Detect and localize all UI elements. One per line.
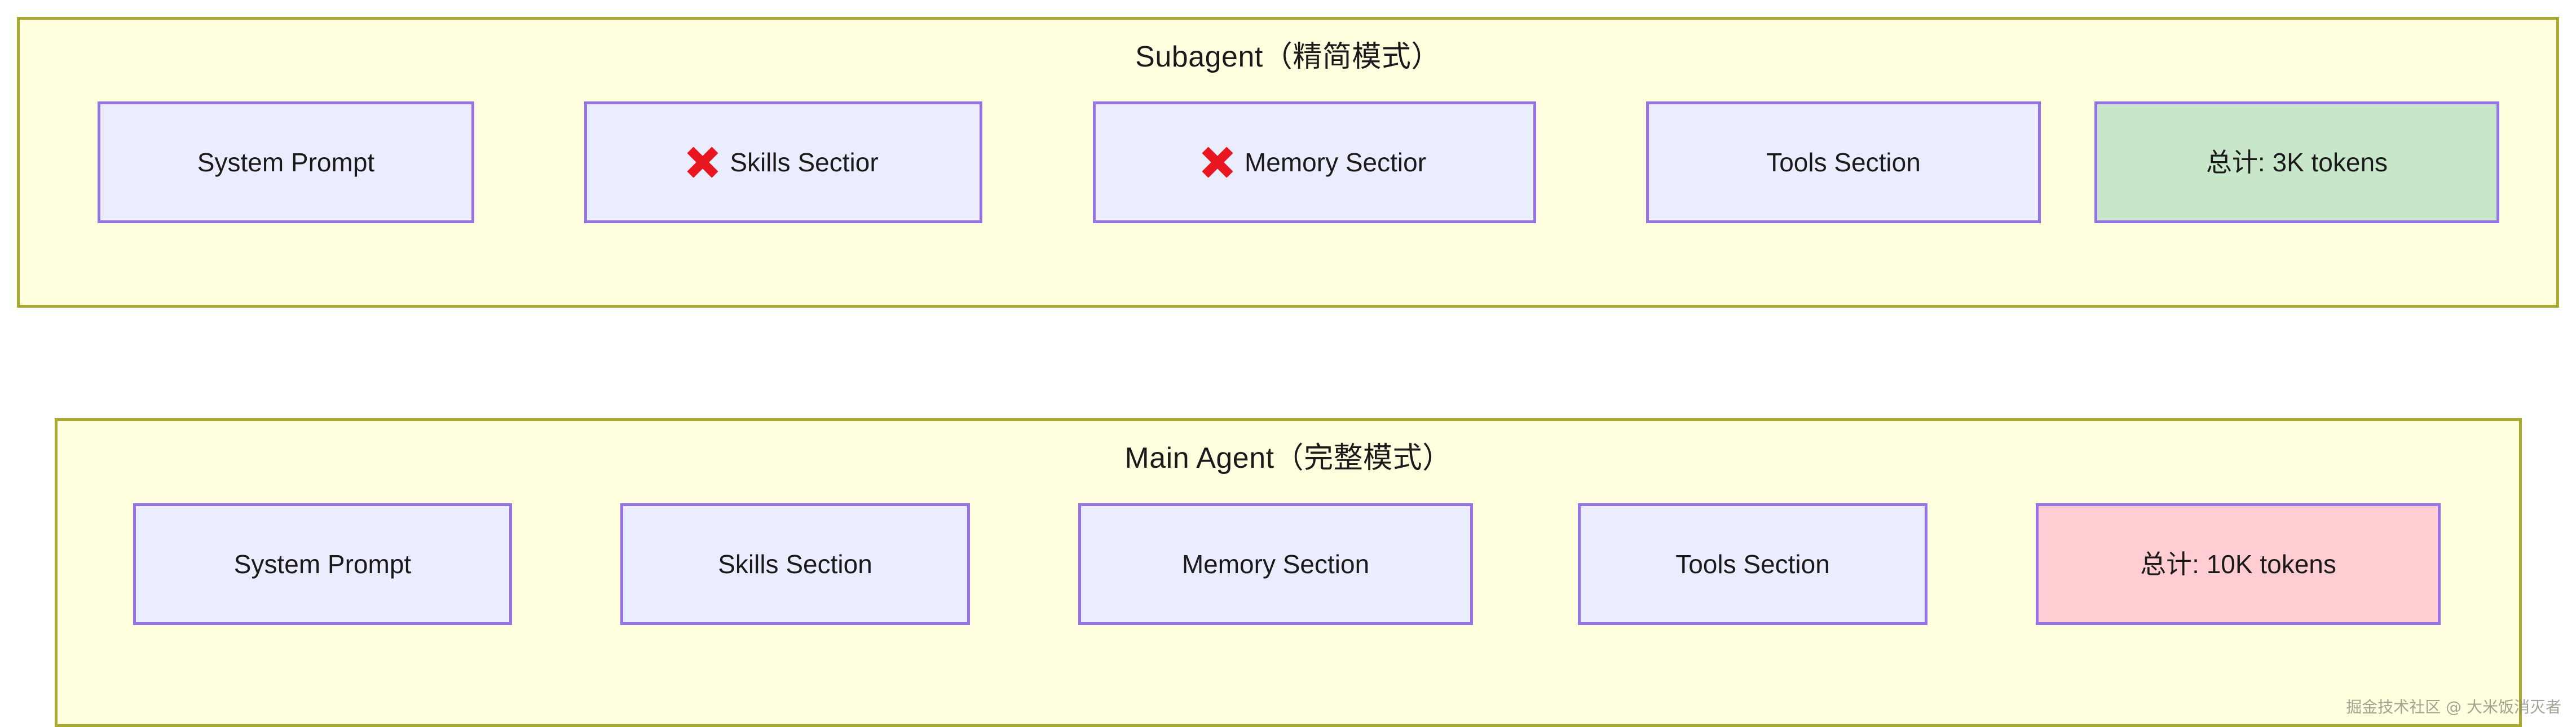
node-label: Tools Section bbox=[1675, 549, 1830, 579]
node-memory-section-main[interactable]: Memory Section bbox=[1078, 503, 1473, 625]
node-label-wrap: Skills Sectior bbox=[688, 147, 878, 178]
node-system-prompt-subagent[interactable]: System Prompt bbox=[98, 101, 474, 223]
x-mark-icon bbox=[688, 147, 717, 178]
node-label-wrap: Tools Section bbox=[1766, 147, 1921, 178]
node-tools-section-main[interactable]: Tools Section bbox=[1578, 503, 1927, 625]
node-label: 总计: 3K tokens bbox=[2206, 148, 2388, 177]
group-main-agent: Main Agent（完整模式） System Prompt Skills Se… bbox=[55, 418, 2522, 727]
subagent-node-row: System Prompt Skills Sectior Memory Sect… bbox=[98, 101, 2499, 223]
node-memory-section-subagent[interactable]: Memory Sectior bbox=[1093, 101, 1536, 223]
node-label: Skills Section bbox=[718, 549, 872, 579]
node-label: Skills Sectior bbox=[730, 148, 879, 177]
node-label: Memory Sectior bbox=[1244, 148, 1427, 177]
node-label-wrap: 总计: 10K tokens bbox=[2140, 549, 2336, 579]
node-label: Memory Section bbox=[1181, 549, 1370, 579]
node-total-tokens-subagent[interactable]: 总计: 3K tokens bbox=[2094, 101, 2499, 223]
node-skills-section-main[interactable]: Skills Section bbox=[620, 503, 970, 625]
node-label-wrap: Tools Section bbox=[1675, 549, 1830, 579]
node-label: System Prompt bbox=[233, 549, 412, 579]
node-total-tokens-main[interactable]: 总计: 10K tokens bbox=[2036, 503, 2441, 625]
node-label-wrap: Skills Section bbox=[718, 549, 872, 579]
node-label-wrap: Memory Section bbox=[1182, 549, 1369, 579]
node-label-wrap: 总计: 3K tokens bbox=[2206, 147, 2388, 178]
watermark: 掘金技术社区 @ 大米饭消灭者 bbox=[2346, 698, 2561, 716]
group-subagent-title: Subagent（精简模式） bbox=[1135, 41, 1441, 73]
main-agent-node-row: System Prompt Skills Section Memory Sect… bbox=[133, 503, 2441, 625]
node-tools-section-subagent[interactable]: Tools Section bbox=[1646, 101, 2041, 223]
group-main-agent-title: Main Agent（完整模式） bbox=[1124, 442, 1452, 475]
node-system-prompt-main[interactable]: System Prompt bbox=[133, 503, 512, 625]
node-label: Tools Section bbox=[1766, 148, 1921, 177]
node-label-wrap: System Prompt bbox=[197, 147, 374, 178]
node-label-wrap: System Prompt bbox=[234, 549, 411, 579]
node-label: 总计: 10K tokens bbox=[2140, 549, 2336, 579]
node-skills-section-subagent[interactable]: Skills Sectior bbox=[584, 101, 982, 223]
node-label: System Prompt bbox=[197, 148, 375, 177]
node-label-wrap: Memory Sectior bbox=[1203, 147, 1426, 178]
x-mark-icon bbox=[1203, 147, 1232, 178]
group-subagent: Subagent（精简模式） System Prompt Skills Sect… bbox=[17, 17, 2559, 308]
